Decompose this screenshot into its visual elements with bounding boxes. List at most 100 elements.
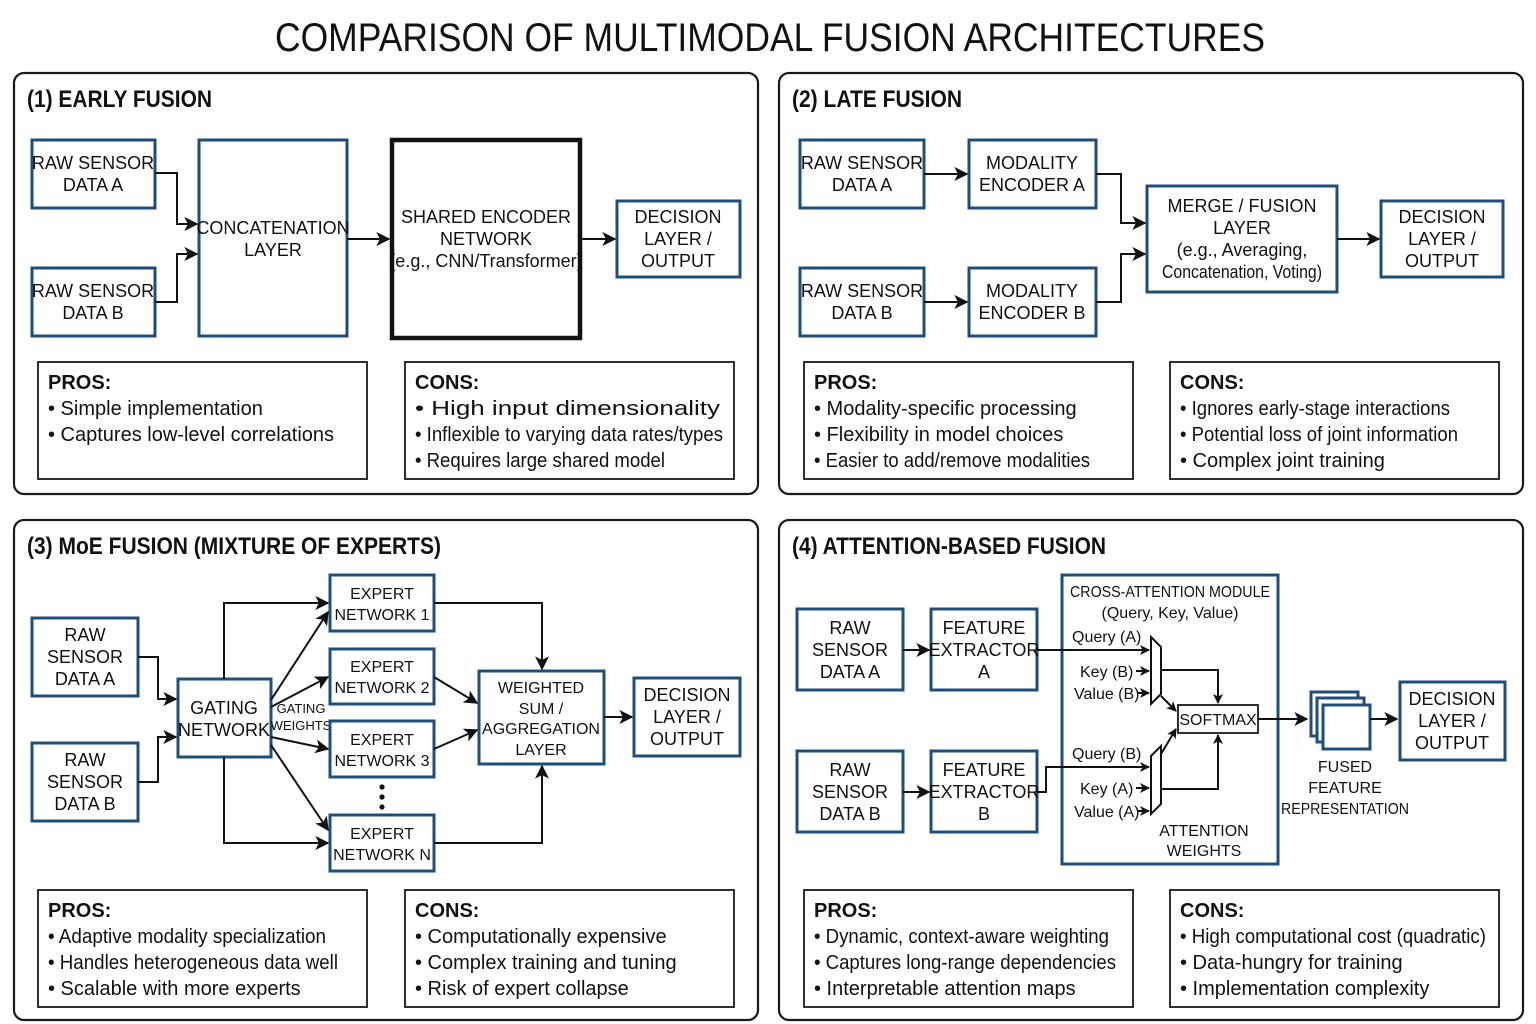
svg-text:• Computationally expensive: • Computationally expensive bbox=[415, 926, 667, 948]
svg-text:FEATURE: FEATURE bbox=[943, 760, 1026, 780]
svg-text:• Dynamic, context-aware weigh: • Dynamic, context-aware weighting bbox=[814, 926, 1109, 948]
svg-text:DATA B: DATA B bbox=[54, 794, 115, 814]
node-raw-sensor-b: RAW SENSOR DATA B bbox=[30, 741, 140, 823]
node-shared-encoder: SHARED ENCODER NETWORK (e.g., CNN/Transf… bbox=[389, 137, 583, 341]
cons-box: CONS: • High computational cost (quadrat… bbox=[1169, 889, 1500, 1008]
svg-text:• Implementation complexity: • Implementation complexity bbox=[1180, 978, 1429, 1000]
panel-title: (2) LATE FUSION bbox=[792, 86, 962, 113]
svg-text:EXPERT: EXPERT bbox=[350, 586, 414, 603]
svg-text:LAYER: LAYER bbox=[244, 240, 302, 260]
svg-text:• Captures low-level correlati: • Captures low-level correlations bbox=[48, 424, 334, 446]
svg-text:• Risk of expert collapse: • Risk of expert collapse bbox=[415, 978, 629, 1000]
svg-text:• Complex joint training: • Complex joint training bbox=[1180, 450, 1385, 472]
svg-text:NETWORK 1: NETWORK 1 bbox=[334, 607, 429, 624]
arrow bbox=[433, 728, 479, 750]
svg-text:SENSOR: SENSOR bbox=[812, 640, 888, 660]
arrow bbox=[1037, 762, 1150, 793]
svg-text:EXPERT: EXPERT bbox=[350, 826, 414, 843]
attention-head-b bbox=[1150, 743, 1162, 817]
svg-text:MERGE / FUSION: MERGE / FUSION bbox=[1167, 196, 1316, 216]
svg-text:• Captures long-range dependen: • Captures long-range dependencies bbox=[814, 952, 1116, 974]
svg-text:(e.g., CNN/Transformer): (e.g., CNN/Transformer) bbox=[389, 251, 582, 271]
svg-text:OUTPUT: OUTPUT bbox=[650, 729, 724, 749]
node-raw-sensor-b: RAW SENSOR DATA B bbox=[795, 749, 905, 834]
softmax-label: SOFTMAX bbox=[1179, 712, 1257, 729]
svg-text:WEIGHTED: WEIGHTED bbox=[498, 680, 584, 697]
svg-text:• Handles heterogeneous data w: • Handles heterogeneous data well bbox=[48, 952, 338, 974]
svg-text:RAW SENSOR: RAW SENSOR bbox=[32, 281, 154, 301]
svg-text:Key (B): Key (B) bbox=[1080, 664, 1133, 681]
svg-text:• High computational cost (qua: • High computational cost (quadratic) bbox=[1180, 926, 1486, 948]
node-expert-network-2: EXPERT NETWORK 2 bbox=[328, 647, 436, 706]
gating-weights-label: GATING WEIGHTS bbox=[271, 701, 332, 733]
svg-text:• Data-hungry for training: • Data-hungry for training bbox=[1180, 952, 1403, 974]
svg-text:Query (B): Query (B) bbox=[1072, 746, 1141, 763]
svg-text:FUSED: FUSED bbox=[1318, 759, 1372, 776]
cons-box: CONS: • High input dimensionality • Infl… bbox=[404, 361, 735, 480]
arrow bbox=[1160, 728, 1177, 755]
svg-text:RAW SENSOR: RAW SENSOR bbox=[32, 153, 154, 173]
svg-text:Value (B): Value (B) bbox=[1074, 686, 1140, 703]
svg-text:DATA A: DATA A bbox=[820, 662, 880, 682]
svg-text:NETWORK 2: NETWORK 2 bbox=[334, 680, 429, 697]
node-raw-sensor-a: RAW SENSOR DATA A bbox=[795, 607, 905, 692]
node-raw-sensor-a: RAW SENSOR DATA A bbox=[30, 616, 140, 698]
svg-text:NETWORK 3: NETWORK 3 bbox=[334, 753, 429, 770]
fused-feature-stack-icon bbox=[1309, 690, 1372, 751]
arrow bbox=[138, 730, 178, 783]
arrow bbox=[270, 744, 329, 832]
svg-text:DECISION: DECISION bbox=[1408, 689, 1495, 709]
arrow bbox=[155, 247, 199, 303]
svg-text:• Inflexible to varying data r: • Inflexible to varying data rates/types bbox=[415, 424, 723, 446]
arrow bbox=[1096, 173, 1147, 230]
node-raw-sensor-b: RAW SENSOR DATA B bbox=[798, 266, 926, 338]
svg-text:EXTRACTOR: EXTRACTOR bbox=[929, 782, 1040, 802]
svg-text:DECISION: DECISION bbox=[634, 207, 721, 227]
arrow bbox=[155, 172, 199, 231]
svg-text:DECISION: DECISION bbox=[1398, 207, 1485, 227]
svg-text:CONCATENATION: CONCATENATION bbox=[196, 218, 349, 238]
panel-early-fusion: (1) EARLY FUSION RAW SENSOR DATA A RAW S… bbox=[12, 71, 760, 496]
svg-text:CROSS-ATTENTION MODULE: CROSS-ATTENTION MODULE bbox=[1070, 584, 1270, 601]
svg-text:CONS:: CONS: bbox=[415, 900, 479, 922]
svg-text:LAYER: LAYER bbox=[515, 742, 566, 759]
svg-text:DECISION: DECISION bbox=[643, 685, 730, 705]
svg-text:DATA A: DATA A bbox=[63, 175, 123, 195]
node-decision-output: DECISION LAYER / OUTPUT bbox=[632, 676, 742, 758]
svg-text:NETWORK N: NETWORK N bbox=[333, 847, 431, 864]
arrow bbox=[138, 656, 178, 706]
svg-text:LAYER: LAYER bbox=[1213, 218, 1271, 238]
svg-text:DATA B: DATA B bbox=[62, 303, 123, 323]
pros-box: PROS: • Modality-specific processing • F… bbox=[803, 361, 1134, 480]
svg-text:WEIGHTS: WEIGHTS bbox=[271, 718, 332, 733]
arrow bbox=[434, 764, 549, 844]
node-expert-network-3: EXPERT NETWORK 3 bbox=[328, 719, 436, 779]
node-raw-sensor-a: RAW SENSOR DATA A bbox=[798, 138, 926, 210]
svg-text:MODALITY: MODALITY bbox=[986, 153, 1078, 173]
svg-text:RAW: RAW bbox=[64, 750, 105, 770]
svg-text:PROS:: PROS: bbox=[814, 900, 877, 922]
node-gating-network: GATING NETWORK bbox=[176, 677, 273, 759]
pros-box: PROS: • Adaptive modality specialization… bbox=[37, 889, 368, 1008]
svg-text:EXTRACTOR: EXTRACTOR bbox=[929, 640, 1040, 660]
svg-text:FEATURE: FEATURE bbox=[1308, 780, 1381, 797]
svg-text:GATING: GATING bbox=[277, 701, 326, 716]
panel-late-fusion: (2) LATE FUSION RAW SENSOR DATA A RAW SE… bbox=[777, 71, 1525, 496]
svg-text:Concatenation, Voting): Concatenation, Voting) bbox=[1162, 262, 1322, 282]
svg-text:RAW: RAW bbox=[829, 760, 870, 780]
svg-text:NETWORK: NETWORK bbox=[440, 229, 532, 249]
svg-text:LAYER /: LAYER / bbox=[1408, 229, 1476, 249]
node-raw-sensor-a: RAW SENSOR DATA A bbox=[30, 138, 157, 210]
svg-text:GATING: GATING bbox=[190, 698, 258, 718]
svg-text:SENSOR: SENSOR bbox=[812, 782, 888, 802]
svg-text:SHARED ENCODER: SHARED ENCODER bbox=[401, 207, 571, 227]
svg-text:LAYER /: LAYER / bbox=[1418, 711, 1486, 731]
arrow bbox=[1160, 695, 1177, 712]
svg-text:RAW: RAW bbox=[64, 625, 105, 645]
svg-text:• Potential loss of joint info: • Potential loss of joint information bbox=[1180, 424, 1458, 446]
svg-text:• High input dimensionality: • High input dimensionality bbox=[415, 398, 720, 420]
arrow bbox=[434, 602, 549, 671]
svg-text:Query (A): Query (A) bbox=[1072, 629, 1141, 646]
svg-text:EXPERT: EXPERT bbox=[350, 732, 414, 749]
svg-text:LAYER /: LAYER / bbox=[644, 229, 712, 249]
